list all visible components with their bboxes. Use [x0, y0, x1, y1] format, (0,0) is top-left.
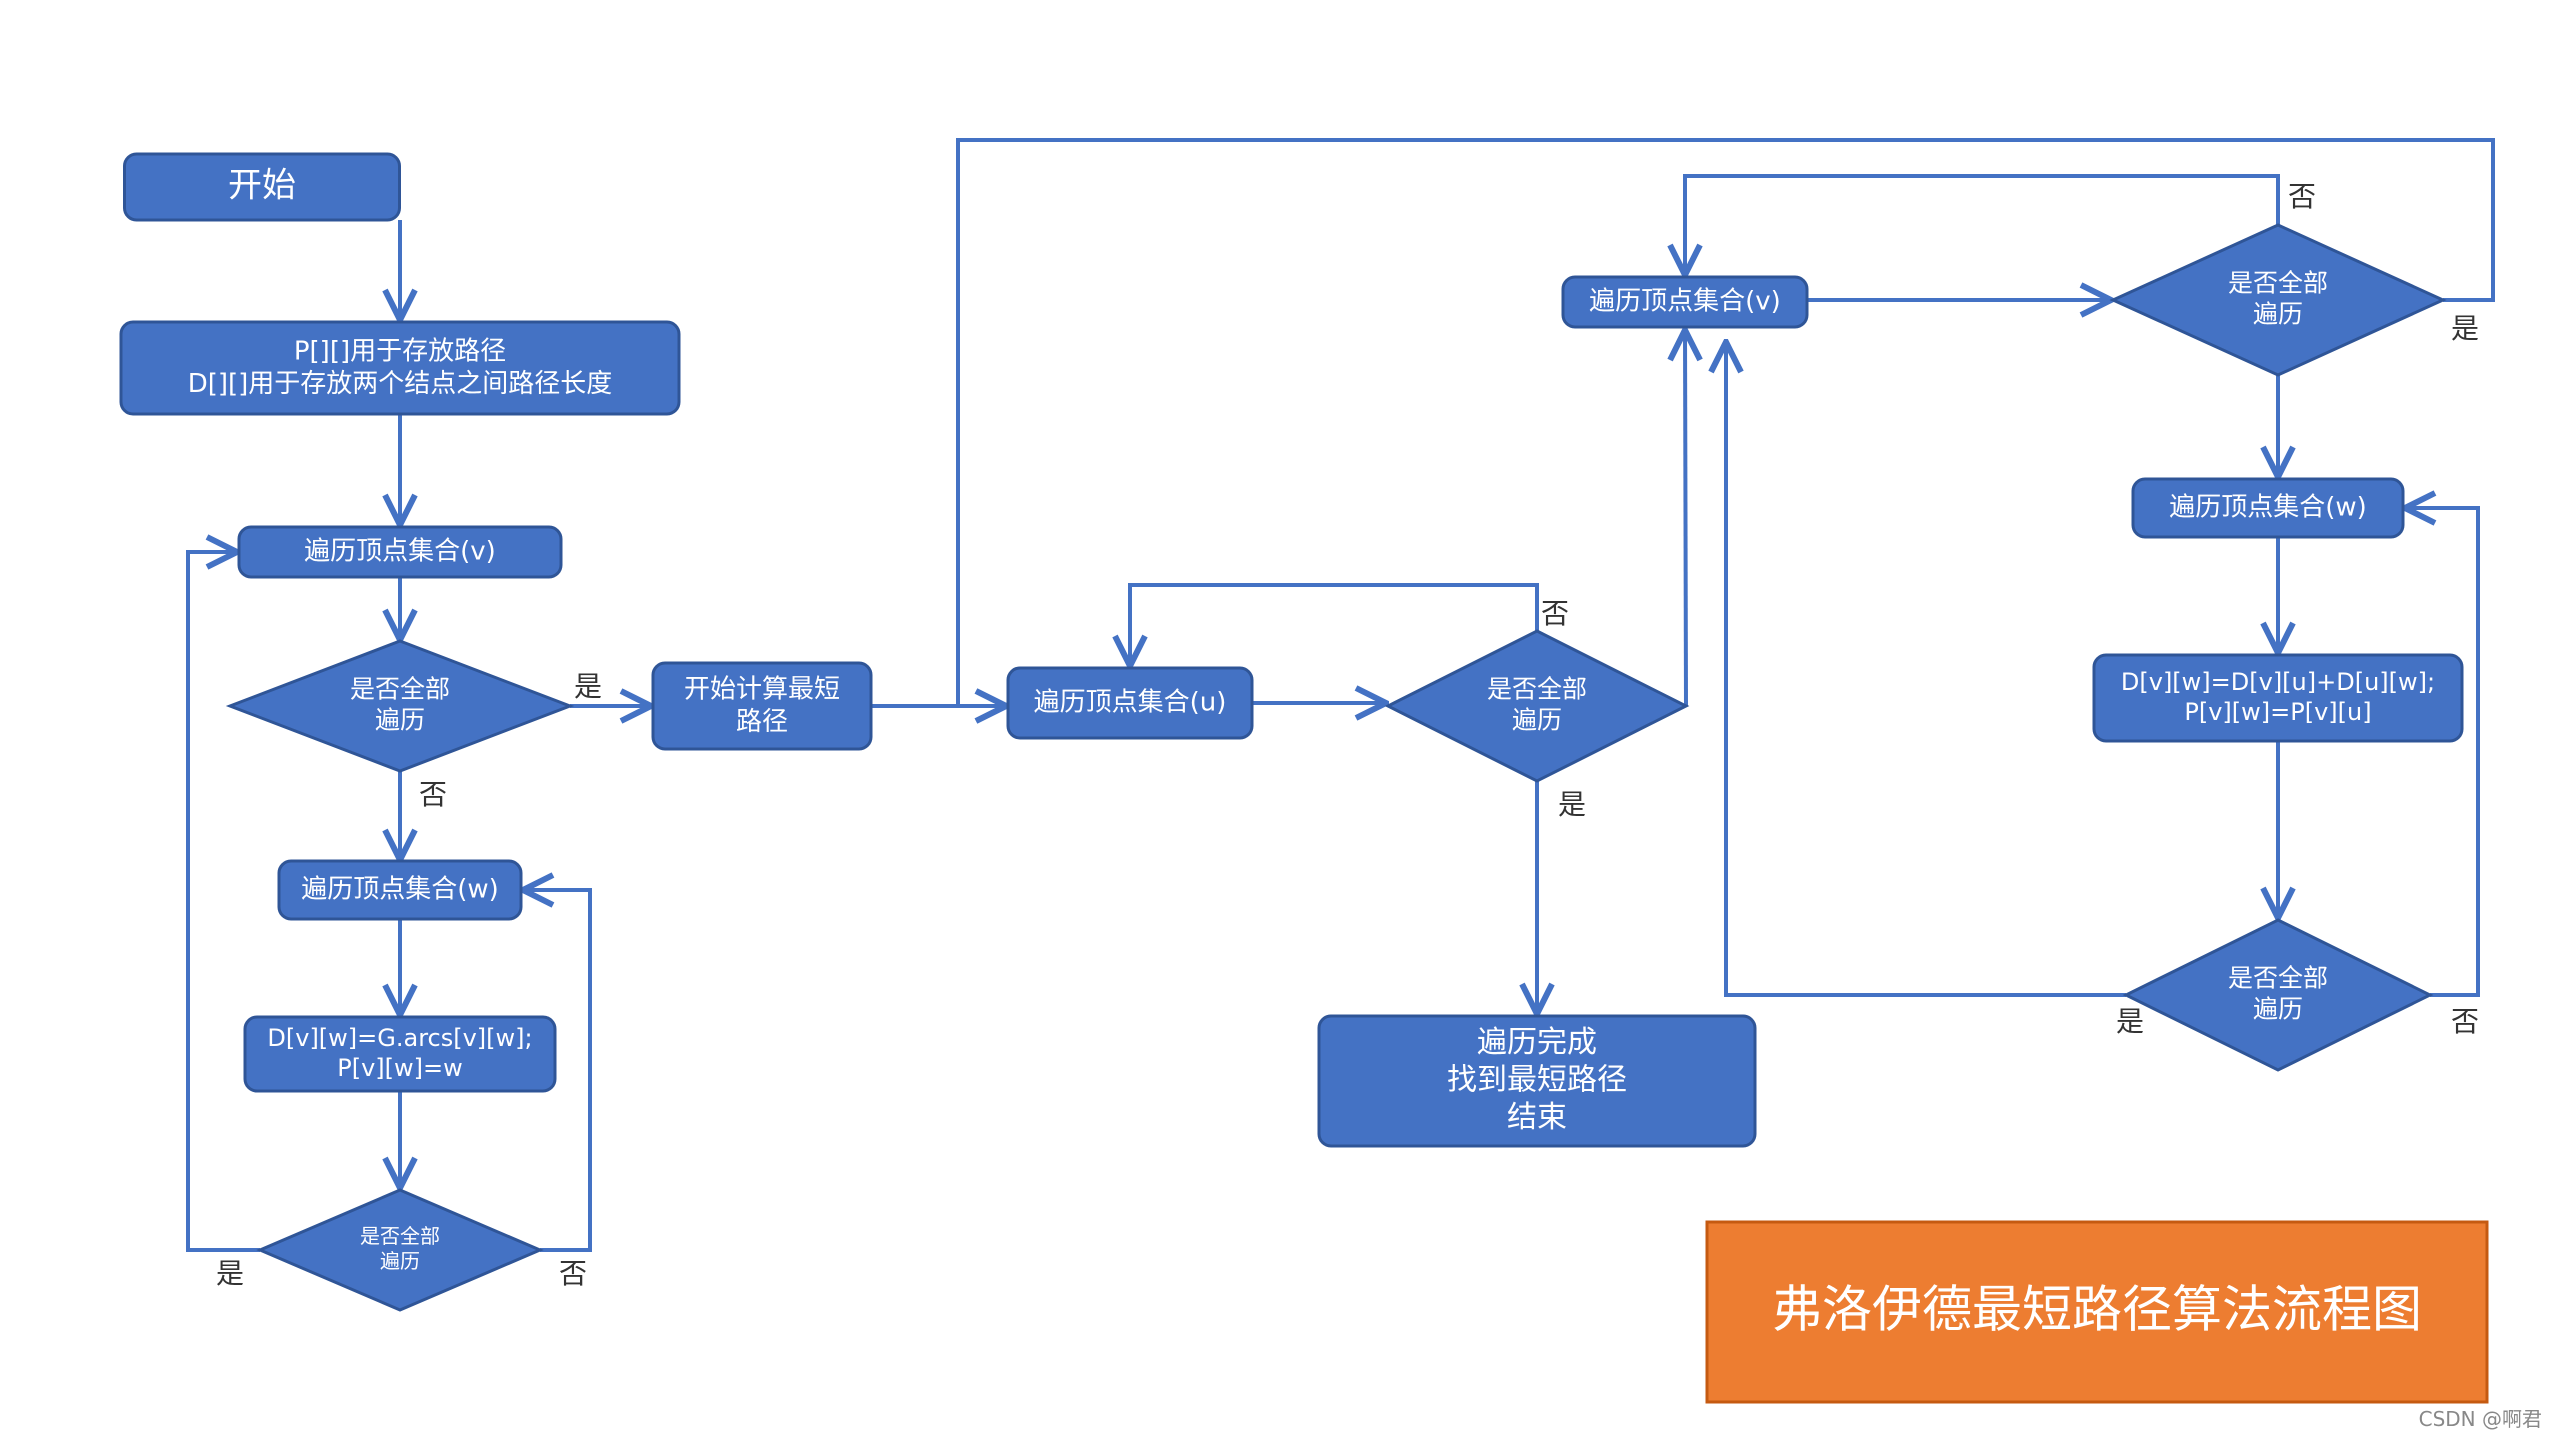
- edge-label-no: 否: [2451, 1005, 2479, 1038]
- edge-label-yes: 是: [2451, 312, 2479, 345]
- node-check-u-text: 是否全部: [1487, 674, 1587, 703]
- edge-label-no: 否: [559, 1257, 587, 1290]
- node-done-text: 遍历完成: [1477, 1025, 1597, 1060]
- node-loop-w1-shape: [277, 859, 523, 921]
- node-check-w1-text: 是否全部: [360, 1224, 440, 1248]
- node-loop-v1: 遍历顶点集合(v): [237, 525, 563, 579]
- node-loop-w2: 遍历顶点集合(w): [2131, 477, 2405, 539]
- node-loop-v2-text: 遍历顶点集合(v): [1589, 287, 1781, 317]
- node-check-u-shape: [1384, 629, 1690, 783]
- node-assign2: D[v][w]=D[v][u]+D[u][w];P[v][w]=P[v][u]: [2092, 653, 2464, 743]
- node-assign2-text: P[v][w]=P[v][u]: [2184, 698, 2371, 726]
- node-compute-text: 路径: [736, 707, 788, 737]
- node-loop-u-shape: [1006, 666, 1254, 740]
- edge-label-yes: 是: [1558, 788, 1586, 821]
- node-assign2-shape: [2092, 653, 2464, 743]
- node-check-w1-text: 遍历: [380, 1249, 420, 1273]
- node-check-w2-text: 是否全部: [2228, 963, 2328, 992]
- node-loop-w2-shape: [2131, 477, 2405, 539]
- node-compute-text: 开始计算最短: [684, 674, 840, 704]
- edge-check-v2-no-back: [1685, 174, 2280, 275]
- node-start-shape: [123, 152, 401, 222]
- node-loop-u-text: 遍历顶点集合(u): [1034, 688, 1227, 718]
- node-assign2-text: D[v][w]=D[v][u]+D[u][w];: [2121, 668, 2435, 696]
- node-compute-shape: [651, 661, 873, 751]
- node-loop-v1-text: 遍历顶点集合(v): [304, 537, 496, 567]
- node-init-text: D[][]用于存放两个结点之间路径长度: [188, 369, 613, 399]
- node-check-v1-shape: [225, 639, 575, 773]
- node-loop-w1-text: 遍历顶点集合(w): [301, 875, 499, 905]
- node-check-w1-shape: [256, 1188, 544, 1312]
- node-check-w2-text: 遍历: [2253, 995, 2303, 1024]
- watermark: CSDN @啊君: [2418, 1407, 2542, 1431]
- edge-check-w2-yes-back: [1726, 342, 2126, 997]
- edge-label-no: 否: [2288, 180, 2316, 213]
- edge-label-no: 否: [1541, 597, 1569, 630]
- edge-check-w1-no-back: [523, 890, 592, 1252]
- edge-check-u-no-back: [1130, 583, 1539, 666]
- edge-label-yes: 是: [574, 670, 602, 703]
- node-done-text: 结束: [1507, 1100, 1567, 1135]
- node-loop-v2: 遍历顶点集合(v): [1561, 275, 1809, 329]
- edge-check-u-to-loop-v2: [1685, 330, 1686, 707]
- node-loop-w1: 遍历顶点集合(w): [277, 859, 523, 921]
- node-loop-u: 遍历顶点集合(u): [1006, 666, 1254, 740]
- node-check-v2-shape: [2109, 223, 2447, 377]
- node-start: 开始: [123, 152, 401, 222]
- node-check-v2-text: 遍历: [2253, 300, 2303, 329]
- node-init-shape: [119, 320, 681, 416]
- title-banner: 弗洛伊德最短路径算法流程图: [1705, 1220, 2489, 1404]
- edge-check-v2-yes-back: [956, 138, 2495, 706]
- edge-label-no: 否: [419, 778, 447, 811]
- node-check-w2-shape: [2122, 918, 2434, 1072]
- node-check-v1-text: 遍历: [375, 706, 425, 735]
- diagram-title: 弗洛伊德最短路径算法流程图: [1772, 1281, 2422, 1339]
- node-assign1-text: P[v][w]=w: [337, 1054, 463, 1082]
- node-done-text: 找到最短路径: [1447, 1063, 1627, 1098]
- node-loop-w2-text: 遍历顶点集合(w): [2169, 493, 2367, 523]
- node-check-v1-text: 是否全部: [350, 674, 450, 703]
- node-assign1: D[v][w]=G.arcs[v][w];P[v][w]=w: [243, 1015, 557, 1093]
- node-done-shape: [1317, 1014, 1757, 1148]
- edge-label-yes: 是: [2116, 1005, 2144, 1038]
- node-assign1-shape: [243, 1015, 557, 1093]
- node-check-v2-text: 是否全部: [2228, 268, 2328, 297]
- node-assign1-text: D[v][w]=G.arcs[v][w];: [267, 1024, 532, 1052]
- node-start-text: 开始: [228, 166, 296, 206]
- edge-check-w2-no-back: [2405, 508, 2480, 997]
- edge-check-w1-yes-back: [186, 552, 260, 1252]
- edge-label-yes: 是: [216, 1257, 244, 1290]
- node-init-text: P[][]用于存放路径: [294, 336, 506, 366]
- node-loop-v1-shape: [237, 525, 563, 579]
- node-check-u-text: 遍历: [1512, 706, 1562, 735]
- node-loop-v2-shape: [1561, 275, 1809, 329]
